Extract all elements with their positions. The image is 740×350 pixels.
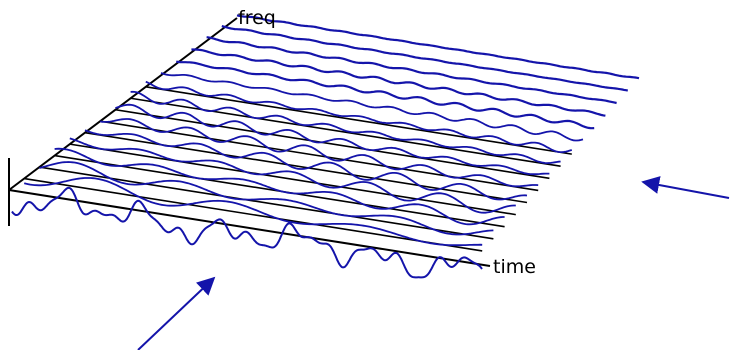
time-axis-label: time xyxy=(493,256,536,278)
bottom-left-arrow xyxy=(137,276,216,350)
row-baseline-2 xyxy=(39,166,494,240)
row-wave-8 xyxy=(130,90,561,165)
right-arrow xyxy=(641,176,730,199)
row-wave-7 xyxy=(115,103,550,176)
row-wave-10 xyxy=(160,72,584,142)
row-wave-13 xyxy=(206,36,617,105)
row-baseline-6 xyxy=(100,120,539,192)
row-baseline-4 xyxy=(69,143,516,216)
composite-signal xyxy=(11,186,483,279)
freq-axis-label: freq xyxy=(238,7,276,29)
row-wave-11 xyxy=(176,60,595,130)
frequency-rows xyxy=(23,14,640,252)
freq-axis xyxy=(8,17,238,191)
row-wave-6 xyxy=(100,118,539,188)
row-wave-5 xyxy=(84,129,528,201)
row-wave-4 xyxy=(69,137,516,214)
row-wave-14 xyxy=(221,25,629,92)
row-baseline-7 xyxy=(115,108,550,180)
row-wave-2 xyxy=(39,161,494,236)
row-wave-15 xyxy=(236,14,640,80)
row-wave-12 xyxy=(191,48,606,117)
axes xyxy=(8,17,491,267)
row-wave-1 xyxy=(23,177,483,247)
row-baseline-9 xyxy=(145,86,572,155)
time-axis xyxy=(8,189,491,267)
row-wave-9 xyxy=(145,80,573,153)
row-baseline-1 xyxy=(24,177,483,252)
row-wave-3 xyxy=(54,147,505,226)
